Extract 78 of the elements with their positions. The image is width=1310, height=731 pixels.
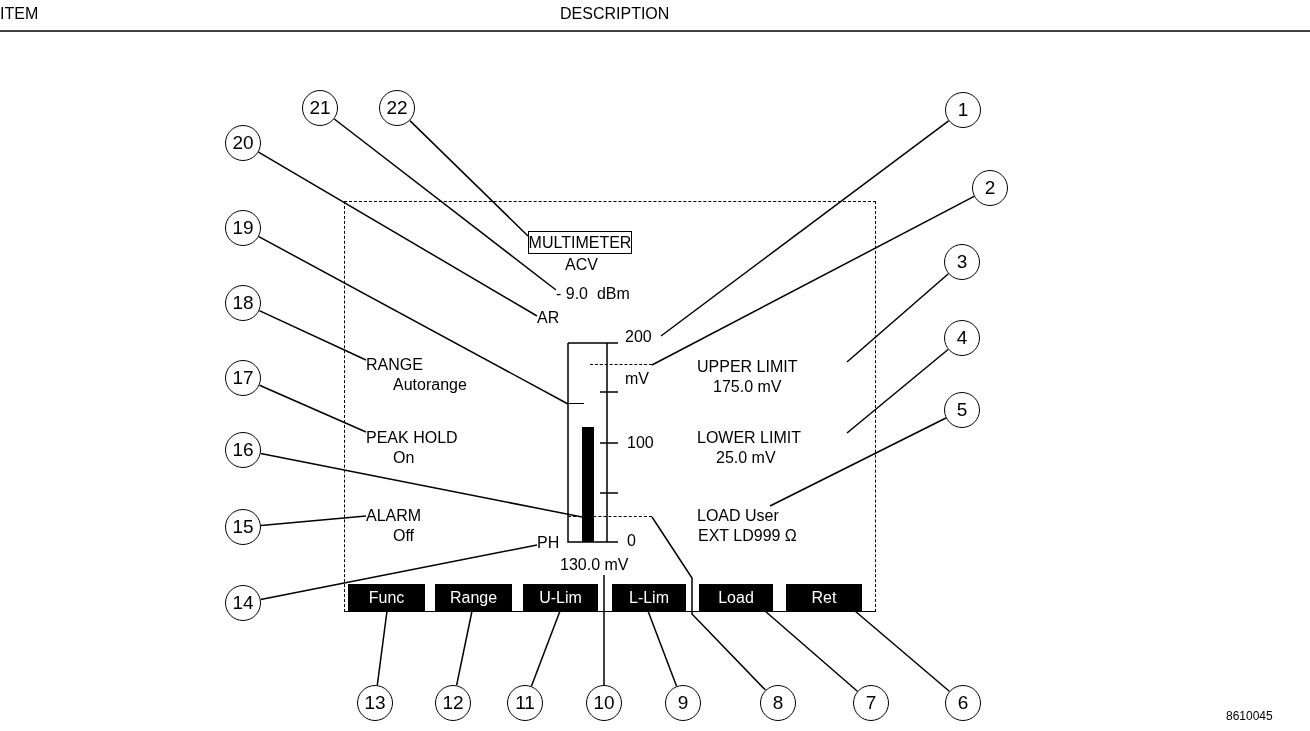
mode-title: MULTIMETER: [528, 231, 632, 254]
column-heading: DESCRIPTION: [560, 4, 670, 24]
leader-line: [258, 309, 367, 361]
callout-number: 12: [435, 685, 471, 721]
leader-line: [651, 516, 767, 691]
leader-line: [259, 544, 538, 601]
callout-number: 1: [945, 92, 981, 128]
callout-number: 3: [944, 244, 980, 280]
setting-label: UPPER LIMIT: [697, 357, 798, 377]
callout-number: 17: [225, 360, 261, 396]
setting-value: 25.0 mV: [715, 448, 777, 468]
leader-line: [409, 119, 529, 237]
leader-line: [660, 120, 950, 337]
callout-number: 11: [507, 685, 543, 721]
scale-unit: mV: [625, 369, 649, 389]
callout-number: 4: [944, 320, 980, 356]
callout-number: 13: [357, 685, 393, 721]
setting-value: Off: [392, 526, 416, 546]
softkey-button: L-Lim: [612, 584, 686, 611]
softkey-button: Load: [699, 584, 773, 611]
leader-line: [846, 348, 949, 434]
setting-value: Autorange: [392, 375, 467, 395]
leader-line: [651, 195, 975, 366]
callout-number: 6: [945, 685, 981, 721]
callout-number: 7: [853, 685, 889, 721]
callout-number: 2: [972, 170, 1008, 206]
setting-label: RANGE: [366, 355, 424, 375]
callout-number: 22: [379, 90, 415, 126]
screen-readout: 200: [625, 327, 652, 347]
screen-readout: ACV: [565, 255, 598, 275]
dashed-marker-line: [590, 364, 652, 367]
callout-number: 14: [225, 585, 261, 621]
callout-number: 19: [225, 210, 261, 246]
drawing-number: 8610045: [1226, 708, 1273, 725]
leader-line: [376, 610, 388, 686]
leader-line: [769, 417, 947, 507]
callout-number: 8: [760, 685, 796, 721]
softkey-button: Range: [435, 584, 512, 611]
setting-value: 175.0 mV: [712, 377, 783, 397]
screen-readout: 130.0 mV: [560, 555, 629, 575]
leader-line: [846, 273, 950, 363]
callout-number: 16: [225, 432, 261, 468]
leader-line: [530, 610, 561, 687]
callout-number: 9: [665, 685, 701, 721]
callout-number: 10: [586, 685, 622, 721]
callout-number: 20: [225, 125, 261, 161]
scale-value: 0: [627, 531, 636, 551]
screen-readout: PH: [537, 533, 560, 553]
callout-number: 18: [225, 285, 261, 321]
setting-label: LOWER LIMIT: [697, 428, 801, 448]
screen-readout: AR: [537, 308, 560, 328]
softkey-button: Ret: [786, 584, 862, 611]
setting-label: PEAK HOLD: [366, 428, 458, 448]
scale-value: 100: [627, 433, 654, 453]
level-bar: [582, 427, 594, 542]
leader-line: [854, 610, 951, 693]
callout-number: 15: [225, 509, 261, 545]
callout-number: 5: [944, 392, 980, 428]
tick-mark: [568, 403, 584, 405]
callout-number: 21: [302, 90, 338, 126]
leader-line: [603, 574, 605, 686]
column-heading: ITEM: [0, 4, 39, 24]
setting-value: On: [392, 448, 416, 468]
leader-line: [259, 452, 583, 518]
leader-line: [257, 151, 538, 317]
softkey-button: Func: [348, 584, 425, 611]
leader-line: [333, 118, 557, 291]
leader-line: [258, 384, 367, 433]
setting-label: LOAD User: [697, 506, 780, 526]
leader-line: [647, 610, 678, 687]
leader-line: [258, 235, 569, 405]
leader-line: [764, 610, 859, 692]
screen-readout: - 9.0 dBm: [556, 284, 630, 304]
setting-value: EXT LD999 Ω: [697, 526, 797, 546]
leader-line: [455, 610, 473, 687]
softkey-button: U-Lim: [523, 584, 598, 611]
setting-label: ALARM: [366, 506, 422, 526]
leader-line: [260, 515, 367, 527]
